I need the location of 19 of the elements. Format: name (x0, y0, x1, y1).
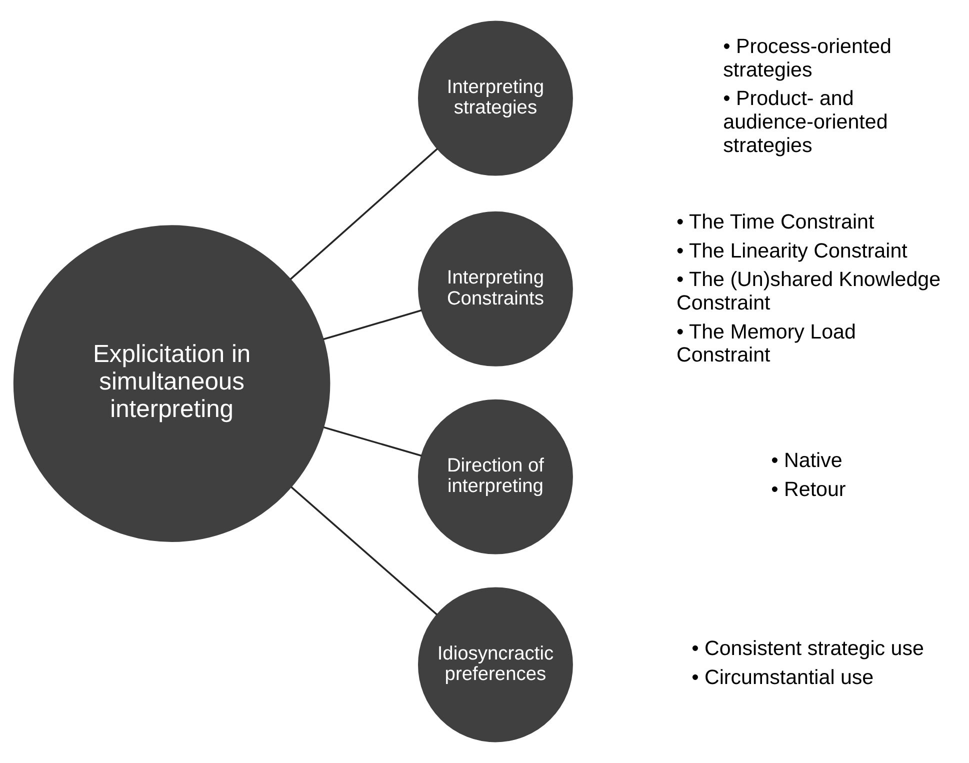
node-circle: Interpreting Constraints (418, 211, 573, 366)
node-label: • The Time Constraint (676, 210, 874, 234)
node-circle: Direction of interpreting (418, 399, 573, 554)
connector (290, 486, 438, 616)
node-label: • Consistent strategic use (692, 637, 924, 660)
node-label: • The Memory Load Constraint (676, 320, 856, 367)
node-circle: Interpreting strategies (418, 20, 573, 176)
node-label: • The Linearity Constraint (676, 239, 908, 262)
node-label: • The (Un)shared Knowledge Constraint (676, 268, 941, 314)
node-label: • Process-oriented strategies (723, 35, 892, 82)
connector (323, 309, 422, 340)
node-circle: Explicitation in simultaneous interpreting (13, 225, 330, 542)
node-label: • Circumstantial use (692, 666, 874, 689)
node-label: • Native (771, 449, 842, 472)
connector (324, 426, 422, 457)
node-label: • Retour (771, 478, 846, 502)
node-label: • Product- and audience-oriented strategies (723, 87, 888, 157)
connector (290, 148, 438, 280)
node-circle: Idiosyncractic preferences (418, 587, 573, 742)
